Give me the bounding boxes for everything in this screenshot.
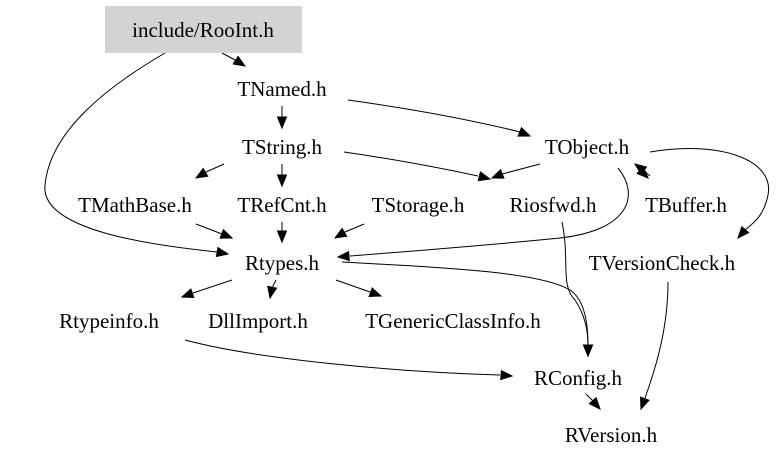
- arrowhead: [180, 288, 195, 298]
- arrowhead: [333, 227, 348, 239]
- edge-line: [184, 339, 501, 376]
- edge-line: [585, 393, 594, 402]
- edge-line: [561, 221, 589, 346]
- node-rtypes[interactable]: Rtypes.h: [245, 251, 320, 275]
- edge-line: [195, 223, 223, 235]
- edge-line: [44, 52, 218, 253]
- node-tnamed[interactable]: TNamed.h: [237, 77, 327, 101]
- node-tstring[interactable]: TString.h: [242, 135, 322, 159]
- node-tbuffer[interactable]: TBuffer.h: [645, 193, 727, 217]
- arrowhead: [500, 369, 514, 381]
- edge-tobject-to-riosfwd: [490, 163, 541, 179]
- arrowhead: [633, 163, 648, 176]
- edge-rtypeinfo-to-rconfig: [184, 339, 514, 381]
- node-tmathbase[interactable]: TMathBase.h: [78, 193, 192, 217]
- arrowhead: [517, 126, 532, 137]
- node-riosfwd[interactable]: Riosfwd.h: [510, 193, 597, 217]
- edge-line: [192, 279, 233, 294]
- arrowhead: [477, 171, 492, 182]
- arrowhead: [276, 230, 288, 244]
- edge-line: [501, 163, 541, 175]
- arrowhead: [267, 285, 278, 300]
- edge-tstorage-to-rtypes: [333, 223, 365, 239]
- edge-rtypes-to-tgenericclassinfo: [335, 279, 383, 297]
- edges-layer: [44, 52, 770, 411]
- edge-line: [349, 167, 629, 257]
- edge-line: [344, 223, 365, 233]
- edge-rtypes-to-rconfig: [341, 261, 594, 358]
- edge-line: [644, 281, 669, 399]
- node-dllimport[interactable]: DllImport.h: [208, 309, 308, 333]
- arrowhead: [215, 246, 230, 258]
- node-box-rooint: [105, 6, 302, 53]
- node-rtypeinfo[interactable]: Rtypeinfo.h: [59, 309, 159, 333]
- edge-line: [343, 151, 479, 177]
- node-trefcnt[interactable]: TRefCnt.h: [237, 193, 327, 217]
- edge-line: [649, 148, 770, 231]
- edge-line: [221, 52, 238, 62]
- edge-tmathbase-to-rtypes: [195, 223, 234, 239]
- edge-line: [347, 99, 521, 133]
- arrowhead: [737, 225, 750, 239]
- edge-tobject-to-rtypes: [336, 167, 629, 262]
- edge-rooint-to-rtypes: [44, 52, 230, 258]
- node-rconfig[interactable]: RConfig.h: [534, 366, 623, 390]
- arrowhead: [368, 287, 383, 297]
- edge-tstring-to-trefcnt: [276, 164, 288, 188]
- node-tstorage[interactable]: TStorage.h: [372, 193, 465, 217]
- edge-line: [341, 261, 589, 346]
- edge-tstring-to-tmathbase: [194, 163, 225, 179]
- arrowhead: [336, 250, 350, 262]
- edge-line: [271, 279, 277, 289]
- arrowhead: [582, 344, 594, 358]
- arrowhead: [219, 228, 234, 239]
- nodes-layer: include/RooInt.h TNamed.h TString.h TObj…: [59, 6, 736, 447]
- edge-rconfig-to-rversion: [585, 393, 601, 410]
- edge-rtypes-to-dllimport: [267, 279, 278, 300]
- node-tobject[interactable]: TObject.h: [545, 135, 630, 159]
- node-rooint[interactable]: include/RooInt.h: [132, 18, 274, 42]
- edge-rtypes-to-rtypeinfo: [180, 279, 233, 298]
- edge-tversioncheck-to-rversion: [640, 281, 669, 411]
- edge-tbuffer-to-tobject: [633, 163, 651, 177]
- edge-line: [642, 169, 651, 177]
- arrowhead: [588, 396, 601, 410]
- edge-rooint-to-tnamed: [221, 52, 247, 67]
- node-tversioncheck[interactable]: TVersionCheck.h: [589, 251, 736, 275]
- edge-tnamed-to-tobject: [347, 99, 532, 137]
- edge-line: [335, 279, 371, 293]
- edge-tstring-to-riosfwd: [343, 151, 492, 182]
- edge-tobject-to-tversioncheck: [649, 148, 770, 239]
- edge-tnamed-to-tstring: [276, 106, 288, 130]
- arrowhead: [276, 174, 288, 188]
- arrowhead: [194, 167, 209, 179]
- node-tgenericclassinfo[interactable]: TGenericClassInfo.h: [365, 309, 541, 333]
- node-rversion[interactable]: RVersion.h: [565, 423, 658, 447]
- edge-line: [205, 163, 225, 173]
- arrowhead: [232, 55, 247, 67]
- arrowhead: [276, 116, 288, 130]
- arrowhead: [490, 168, 505, 179]
- edge-trefcnt-to-rtypes: [276, 222, 288, 244]
- arrowhead: [640, 396, 650, 411]
